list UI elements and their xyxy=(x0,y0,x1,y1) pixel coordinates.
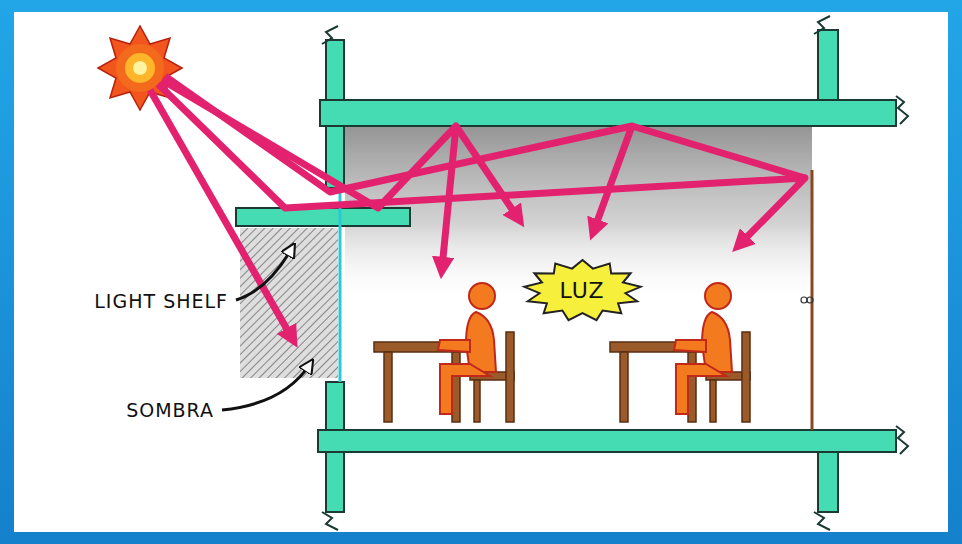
window-glass xyxy=(339,188,342,382)
node-text: LUZ xyxy=(560,278,605,303)
light-rays xyxy=(150,76,805,338)
callout-label: LIGHT SHELF xyxy=(94,290,228,312)
leader-arrow xyxy=(236,248,292,300)
break-marks xyxy=(322,16,908,530)
panel xyxy=(14,12,948,532)
door-knob xyxy=(801,297,807,303)
building-structure xyxy=(236,30,896,512)
ceiling-shade xyxy=(345,125,812,305)
callout-label: SOMBRA xyxy=(126,399,214,421)
starburst-label: LUZ xyxy=(522,258,643,323)
leader-arrow xyxy=(222,364,310,410)
door-knob xyxy=(807,297,813,303)
starburst-outline xyxy=(524,260,640,320)
